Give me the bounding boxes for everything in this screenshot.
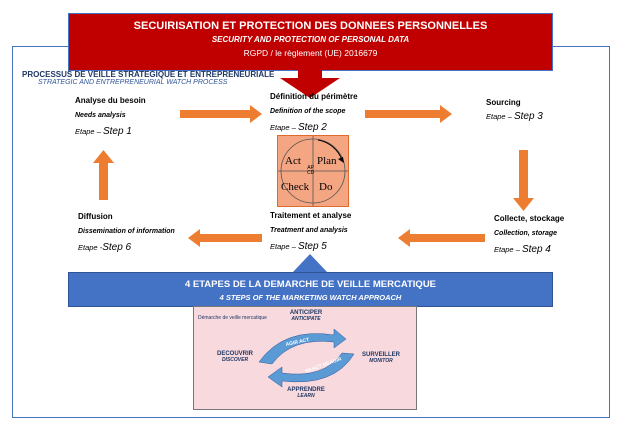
step-5: Traitement et analyse Treatment and anal…: [270, 211, 351, 252]
step-subtitle: Treatment and analysis: [270, 227, 348, 234]
step-3: Sourcing Etape – Step 3: [486, 98, 543, 122]
arrow-step3-to-step4: [513, 150, 534, 211]
step-label: Etape – Step 5: [270, 241, 327, 252]
step-title: Analyse du besoin: [75, 96, 146, 105]
step-title: Définition du périmètre: [270, 92, 358, 101]
pdca-act: Act: [285, 155, 301, 167]
band-subtitle: 4 STEPS OF THE MARKETING WATCH APPROACH: [219, 293, 402, 302]
step-title: Sourcing: [486, 98, 521, 107]
step-label: Etape – Step 3: [486, 111, 543, 122]
arrow-step6-to-step1: [93, 150, 114, 200]
blue-up-arrow: [293, 254, 327, 280]
step-label: Etape -Step 6: [78, 242, 132, 253]
pdca-check: Check: [281, 181, 310, 193]
step-6: Diffusion Dissemination of information E…: [78, 212, 175, 253]
step-label: Etape – Step 2: [270, 122, 327, 133]
process-subtitle: STRATEGIC AND ENTREPRENEURIAL WATCH PROC…: [38, 79, 228, 86]
watch-cycle-box: AGIR ACT REACT REAGIR Démarche de veille…: [193, 306, 417, 410]
cycle-arrows: AGIR ACT REACT REAGIR: [258, 328, 355, 388]
cycle-anticiper: ANTICIPER ANTICIPATE: [289, 310, 323, 322]
arrow-step1-to-step2: [180, 105, 262, 123]
arrow-step4-to-step5: [398, 229, 485, 247]
pdca-do: Do: [319, 181, 333, 193]
arrow-step2-to-step3: [365, 105, 452, 123]
step-1: Analyse du besoin Needs analysis Etape –…: [75, 96, 146, 137]
step-2: Définition du périmètre Definition of th…: [270, 92, 358, 133]
step-subtitle: Dissemination of information: [78, 228, 175, 235]
step-label: Etape – Step 4: [494, 244, 551, 255]
banner-subtitle: SECURITY AND PROTECTION OF PERSONAL DATA: [211, 35, 410, 44]
cycle-apprendre: APPRENDRE LEARN: [287, 387, 325, 399]
step-title: Traitement et analyse: [270, 211, 352, 220]
cycle-arrow-react: [267, 352, 355, 388]
cycle-arrow-act: [258, 328, 347, 365]
step-subtitle: Collection, storage: [494, 230, 558, 237]
red-down-arrow: [280, 70, 340, 98]
step-label: Etape – Step 1: [75, 126, 132, 137]
banner-rgpd: RGPD / le règlement (UE) 2016679: [243, 48, 378, 58]
band-title: 4 ETAPES DE LA DEMARCHE DE VEILLE MERCAT…: [184, 279, 437, 290]
cycle-decouvrir: DECOUVRIR DISCOVER: [216, 351, 253, 363]
cycle-act-label: AGIR ACT: [285, 337, 310, 348]
process-title: PROCESSUS DE VEILLE STRATEGIQUE ET ENTRE…: [22, 70, 275, 79]
pdca-plan: Plan: [317, 155, 337, 167]
cycle-surveiller: SURVEILLER MONITOR: [362, 352, 400, 364]
step-title: Diffusion: [78, 212, 113, 221]
arrow-step5-to-step6: [188, 229, 262, 247]
marketing-watch-band: 4 ETAPES DE LA DEMARCHE DE VEILLE MERCAT…: [68, 272, 553, 307]
banner-title: SECUIRISATION ET PROTECTION DES DONNEES …: [133, 20, 488, 32]
step-subtitle: Needs analysis: [75, 112, 126, 119]
cycle-heading: Démarche de veille mercatique: [198, 315, 267, 321]
step-subtitle: Definition of the scope: [270, 108, 346, 115]
step-title: Collecte, stockage: [494, 214, 565, 223]
pdca-circle: [278, 136, 348, 206]
step-4: Collecte, stockage Collection, storage E…: [494, 214, 564, 255]
